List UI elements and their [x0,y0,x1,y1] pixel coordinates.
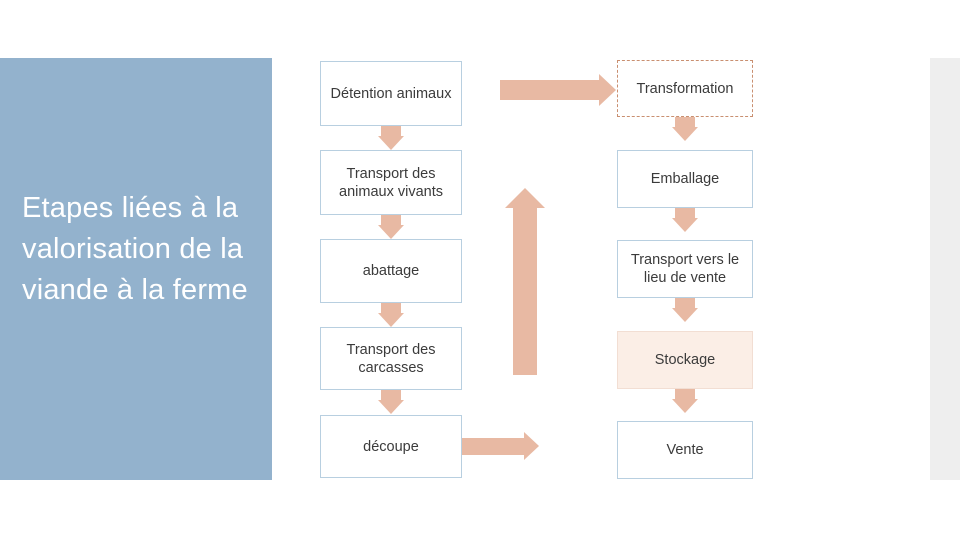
arrow-up-head [505,188,545,208]
flow-box-transport-carcasses[interactable]: Transport des carcasses [320,327,462,390]
flow-box-label: Transformation [636,80,734,97]
arrow-down-r3-head [672,308,698,322]
arrow-down-r4-head [672,399,698,413]
arrow-down-4-head [378,400,404,414]
arrow-down-1-shaft [381,126,401,138]
arrow-up-shaft [513,208,537,375]
page-title: Etapes liées à la valorisation de la via… [22,192,248,306]
flow-box-stockage[interactable]: Stockage [617,331,753,389]
title-panel [0,58,272,480]
flow-box-transport-animaux-vivants[interactable]: Transport des animaux vivants [320,150,462,215]
flow-box-detention-animaux[interactable]: Détention animaux [320,61,462,126]
flow-box-abattage[interactable]: abattage [320,239,462,303]
arrow-right-bottom-shaft [462,438,525,455]
arrow-down-r1-head [672,127,698,141]
flow-box-label: Transport vers le lieu de vente [630,252,740,286]
arrow-down-r3-shaft [675,298,695,310]
flow-box-label: abattage [362,263,420,279]
right-accent-strip [930,58,960,480]
flow-box-transformation[interactable]: Transformation [617,60,753,117]
flow-box-label: découpe [363,438,419,455]
arrow-down-r2-shaft [675,208,695,220]
arrow-right-top-shaft [500,80,600,100]
arrow-down-3-shaft [381,303,401,315]
arrow-down-r2-head [672,218,698,232]
arrow-down-2-head [378,225,404,239]
flow-box-label: Transport des carcasses [346,341,436,376]
arrow-down-r4-shaft [675,389,695,401]
flow-box-label: Vente [666,442,704,458]
flow-box-decoupe[interactable]: découpe [320,415,462,478]
flow-box-label: Détention animaux [330,85,452,102]
flow-box-label: Emballage [650,171,720,187]
arrow-right-top-head [599,74,616,106]
flow-box-vente[interactable]: Vente [617,421,753,479]
arrow-right-bottom-head [524,432,539,460]
flow-box-label: Stockage [654,352,716,368]
arrow-down-4-shaft [381,390,401,402]
flow-box-emballage[interactable]: Emballage [617,150,753,208]
flow-box-transport-lieu-de-vente[interactable]: Transport vers le lieu de vente [617,240,753,298]
arrow-down-r1-shaft [675,117,695,129]
flow-box-label: Transport des animaux vivants [339,165,443,200]
arrow-down-2-shaft [381,215,401,227]
arrow-down-1-head [378,136,404,150]
arrow-down-3-head [378,313,404,327]
